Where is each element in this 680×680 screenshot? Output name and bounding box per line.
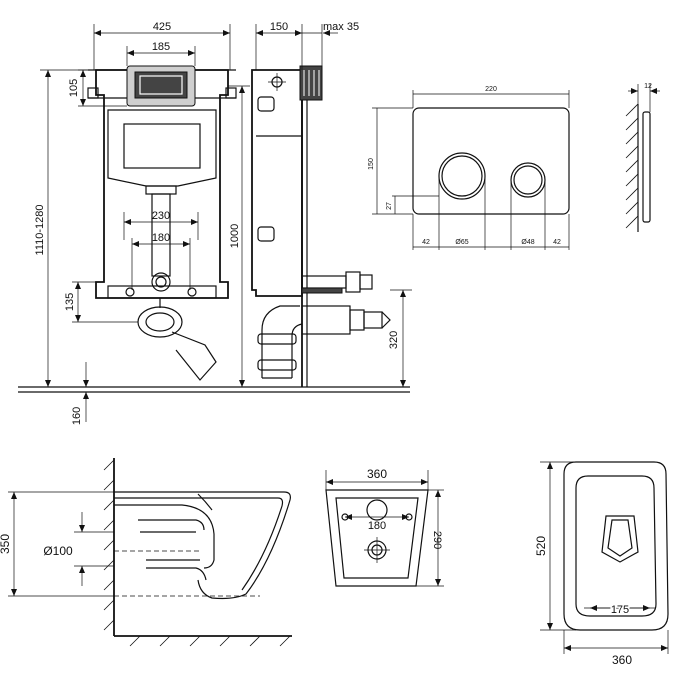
frame-front-view: 425 185 105 1110-1280 230 180 1000 135 <box>18 21 250 425</box>
bowl-top-view: 175 520 360 <box>534 461 669 667</box>
dim-12: 12 <box>644 83 652 90</box>
dim-220: 220 <box>485 86 497 93</box>
dim-1110-1280: 1110-1280 <box>34 205 46 256</box>
dim-dia-100: Ø100 <box>43 544 73 558</box>
dim-dia-48: Ø48 <box>521 239 534 246</box>
flush-plate-front: 220 150 27 42 Ø65 Ø48 42 <box>368 86 570 250</box>
dim-180: 180 <box>152 232 170 244</box>
bowl-side-view: 350 Ø100 <box>0 458 292 647</box>
dim-160: 160 <box>71 407 83 425</box>
dim-105: 105 <box>68 79 80 97</box>
dim-27: 27 <box>386 202 393 210</box>
dim-180-back: 180 <box>368 520 386 532</box>
dim-290: 290 <box>431 531 443 549</box>
dim-1000: 1000 <box>229 224 241 248</box>
dim-150-plate: 150 <box>368 158 375 170</box>
dim-175: 175 <box>611 604 629 616</box>
bowl-back-view: 360 180 290 <box>325 467 444 587</box>
dim-520: 520 <box>534 536 548 556</box>
dim-42-left: 42 <box>422 239 430 246</box>
dim-185: 185 <box>152 41 170 53</box>
dim-425: 425 <box>153 21 171 33</box>
dim-360-top: 360 <box>612 653 632 667</box>
dim-320: 320 <box>388 331 400 349</box>
dim-max-35: max 35 <box>323 21 359 33</box>
flush-plate-side: 12 <box>625 83 660 232</box>
dim-150: 150 <box>270 21 288 33</box>
frame-side-view: 150 max 35 320 <box>248 21 412 393</box>
dim-42-right: 42 <box>553 239 561 246</box>
dim-135: 135 <box>64 293 76 311</box>
dim-230: 230 <box>152 210 170 222</box>
dim-dia-65: Ø65 <box>455 239 468 246</box>
dim-350: 350 <box>0 534 12 554</box>
dim-360-back: 360 <box>367 467 387 481</box>
